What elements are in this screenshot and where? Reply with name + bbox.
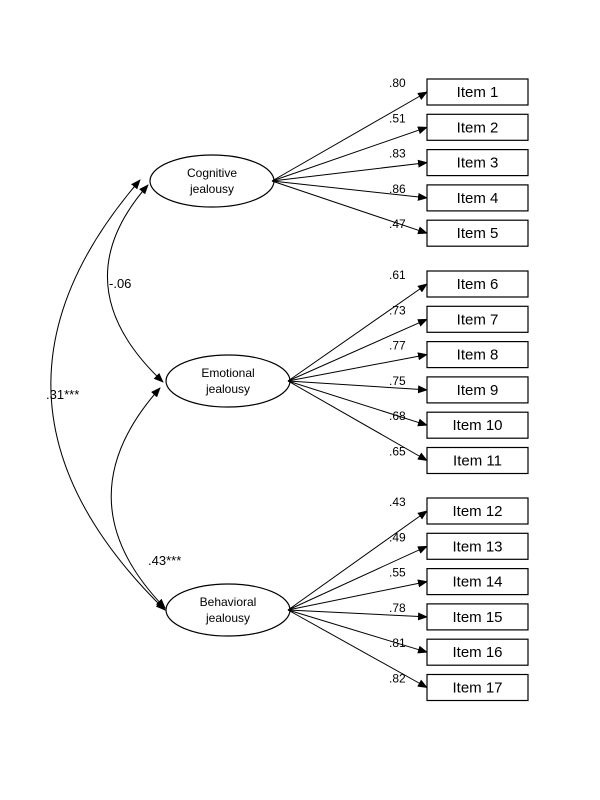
loading-label: .83 [389, 147, 406, 161]
loading-arrow [271, 180, 428, 235]
factor-label-line1: Cognitive [187, 166, 237, 180]
loading-label: .86 [389, 182, 406, 196]
item-box [426, 305, 529, 333]
item-label: Item 12 [452, 503, 502, 520]
loading-arrow [287, 283, 428, 382]
item-box [426, 341, 529, 369]
correlation-cognitive-behavioral [50, 179, 166, 611]
factor-cognitive: Cognitive jealousy [149, 154, 275, 208]
item-label: Item 8 [457, 347, 499, 364]
item-label: Item 15 [452, 609, 502, 626]
loading-label: .65 [389, 445, 406, 459]
loading-arrow [287, 318, 428, 382]
item-box [426, 149, 529, 177]
loading-label: .73 [389, 303, 406, 317]
item-box [426, 497, 529, 525]
loading-arrow [287, 380, 428, 461]
item-label: Item 11 [453, 453, 502, 470]
item-label: Item 3 [457, 155, 499, 172]
factor-label-line2: jealousy [205, 382, 250, 396]
item-box [426, 567, 529, 596]
item-box [426, 376, 529, 404]
item-label: Item 6 [457, 276, 499, 293]
loading-label: .82 [389, 672, 406, 686]
loading-label: .81 [389, 636, 406, 650]
loading-arrow [287, 380, 428, 394]
loading-label: .47 [389, 217, 406, 231]
item-label: Item 1 [457, 84, 499, 101]
item-label: Item 9 [457, 382, 499, 399]
loading-label: .77 [389, 339, 406, 353]
factor-ellipse [165, 354, 291, 408]
factor-label-line2: jealousy [189, 182, 234, 196]
factor-ellipse [149, 154, 275, 208]
loading-label: .78 [389, 601, 406, 615]
loading-arrow [287, 380, 428, 427]
loading-arrow [287, 352, 428, 382]
item-box [426, 446, 529, 475]
item-box [426, 532, 529, 560]
item-box [426, 673, 529, 702]
loading-arrow [271, 180, 428, 201]
item-label: Item 7 [457, 311, 499, 328]
loading-arrow [287, 609, 428, 654]
item-label: Item 16 [452, 644, 502, 661]
factor-emotional: Emotional jealousy [165, 354, 291, 408]
item-box [426, 184, 529, 212]
correlation-label-cognitive-behavioral: .31*** [46, 387, 79, 402]
item-label: Item 4 [457, 190, 499, 207]
loading-arrow [287, 545, 428, 611]
item-box [426, 78, 529, 106]
loading-label: .80 [389, 76, 406, 90]
factor-label-line1: Emotional [201, 366, 254, 380]
loading-arrow [287, 579, 428, 611]
loading-arrow [287, 609, 428, 621]
loading-arrow [287, 609, 428, 688]
loading-label: .43 [389, 495, 406, 509]
loading-label: .49 [389, 530, 406, 544]
factor-ellipse [165, 583, 291, 637]
factor-behavioral: Behavioral jealousy [165, 583, 291, 637]
factor-label-line1: Behavioral [200, 595, 257, 609]
loading-label: .68 [389, 409, 406, 423]
item-label: Item 10 [452, 417, 502, 434]
item-label: Item 14 [452, 574, 502, 591]
loading-arrow [271, 159, 428, 182]
correlation-label-cognitive-emotional: -.06 [109, 276, 131, 291]
loading-label: .55 [389, 566, 406, 580]
item-box [426, 113, 529, 141]
item-label: Item 2 [457, 119, 499, 136]
item-box [426, 603, 529, 631]
loading-label: .51 [389, 111, 406, 125]
loading-arrow [271, 126, 428, 182]
loading-arrow [287, 510, 428, 611]
item-box [426, 638, 529, 666]
item-box [426, 270, 529, 298]
item-label: Item 13 [452, 538, 502, 555]
item-box [426, 219, 529, 247]
item-label: Item 5 [457, 225, 499, 242]
item-box [426, 411, 529, 439]
correlation-emotional-behavioral [110, 387, 166, 609]
loading-label: .75 [389, 374, 406, 388]
loading-arrow [271, 91, 428, 182]
loading-label: .61 [389, 268, 406, 282]
correlation-label-emotional-behavioral: .43*** [148, 553, 181, 568]
item-label: Item 17 [452, 680, 502, 697]
factor-label-line2: jealousy [205, 611, 250, 625]
